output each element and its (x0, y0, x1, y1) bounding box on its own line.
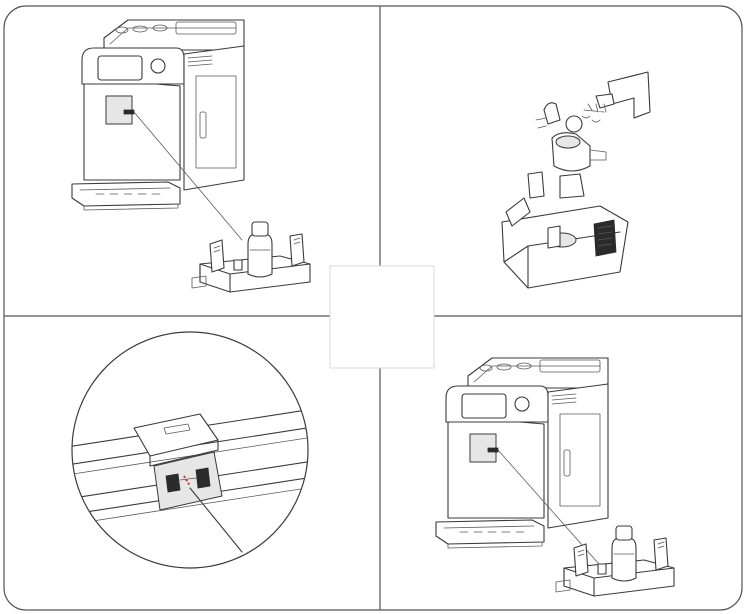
detail-zoom-circle (72, 332, 308, 568)
center-overlay-box (330, 266, 434, 368)
